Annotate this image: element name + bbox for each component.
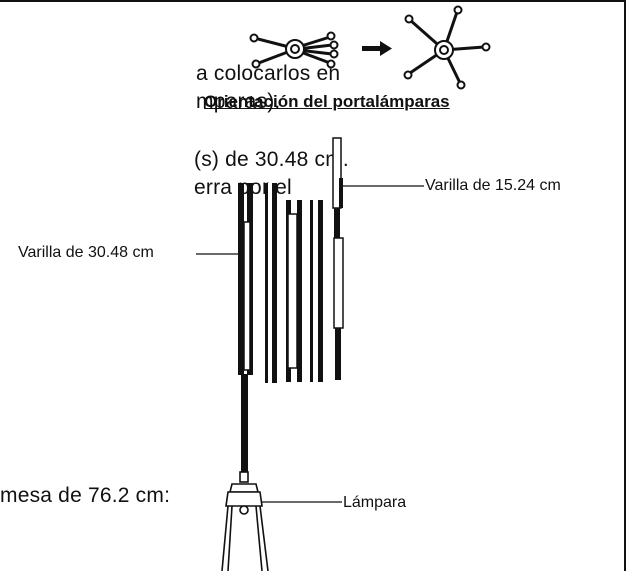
label-rod-30: Varilla de 30.48 cm [18,244,154,261]
short-rod-assembly [332,137,344,380]
instruction-line-2: mparas). [196,90,281,113]
instruction-line-1: a colocarlos en [196,62,341,85]
long-rod-assembly [238,183,253,474]
middle-rod-assembly [265,183,323,383]
page-border-top [0,0,626,2]
instruction-line-3: (s) de 30.48 cm. [194,148,349,171]
right-arrow-icon [362,41,392,56]
label-rod-15: Varilla de 15.24 cm [425,177,561,194]
label-lamp: Lámpara [343,494,407,511]
page-border-right [624,0,626,571]
orientation-title: Orientación del portalámparas [204,92,450,111]
lamp-fixture [221,471,269,571]
instruction-line-5: mesa de 76.2 cm: [0,484,171,507]
socket-spread-arms-icon [403,5,491,90]
socket-parallel-arms-icon [249,31,339,69]
